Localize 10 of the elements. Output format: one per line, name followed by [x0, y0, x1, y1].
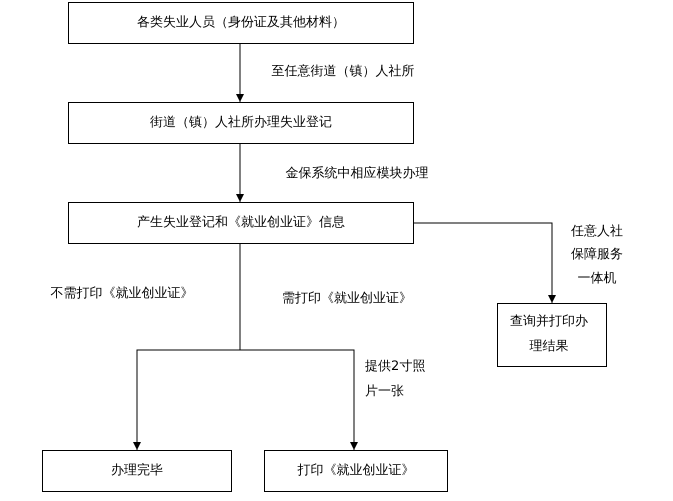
arrow [236, 144, 244, 202]
arrow [414, 222, 556, 304]
process-box: 街道（镇）人社所办理失业登记 [68, 102, 414, 144]
process-box: 产生失业登记和《就业创业证》信息 [68, 202, 414, 244]
arrow [240, 244, 358, 450]
process-box: 打印《就业创业证》 [264, 450, 448, 492]
process-box: 查询并打印办理结果 [497, 303, 607, 367]
process-box: 各类失业人员（身份证及其他材料） [68, 2, 414, 44]
process-box: 办理完毕 [42, 450, 232, 492]
arrow [236, 44, 244, 102]
